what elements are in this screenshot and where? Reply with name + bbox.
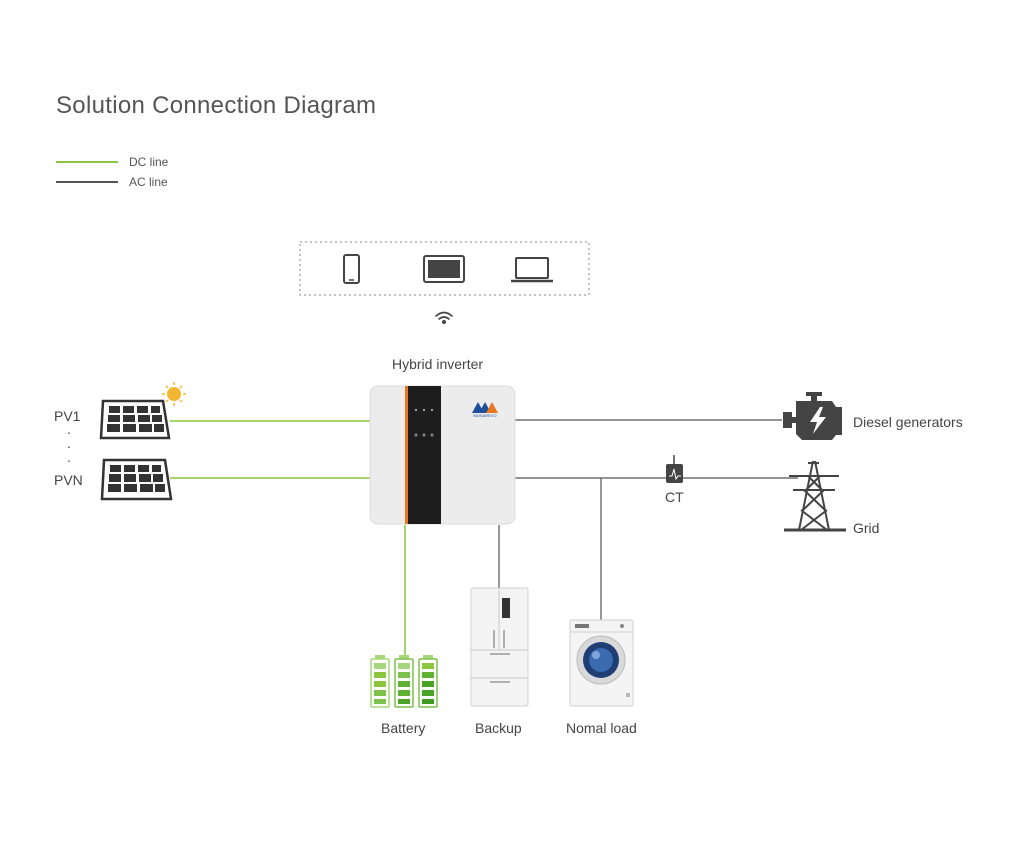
phone-icon bbox=[343, 254, 360, 284]
wifi-icon bbox=[435, 311, 453, 324]
diesel-generator-icon bbox=[783, 392, 842, 440]
hybrid-inverter bbox=[369, 385, 516, 525]
solar-panel-1-icon bbox=[99, 399, 171, 440]
pvn-label: PVN bbox=[54, 472, 83, 488]
ct-label: CT bbox=[665, 489, 684, 505]
legend-dc-label: DC line bbox=[129, 155, 169, 169]
laptop-icon bbox=[511, 257, 553, 283]
sun-icon bbox=[162, 382, 186, 406]
pv-dots: . . . bbox=[67, 421, 71, 465]
ct-sensor-icon bbox=[666, 455, 683, 483]
normal-load-label: Nomal load bbox=[566, 720, 637, 736]
washing-machine-icon bbox=[569, 619, 634, 707]
backup-label: Backup bbox=[475, 720, 522, 736]
page-title: Solution Connection Diagram bbox=[56, 92, 377, 119]
battery-label: Battery bbox=[381, 720, 426, 736]
refrigerator-icon bbox=[470, 587, 529, 707]
pv1-label: PV1 bbox=[54, 408, 81, 424]
grid-label: Grid bbox=[853, 520, 880, 536]
tablet-icon bbox=[423, 255, 465, 283]
brand-logo-text: MOSAREVO bbox=[473, 413, 496, 418]
diesel-generators-label: Diesel generators bbox=[853, 414, 963, 430]
legend-ac-label: AC line bbox=[129, 175, 168, 189]
legend-ac-line bbox=[56, 181, 118, 183]
monitoring-devices-box bbox=[299, 241, 590, 296]
legend-dc-line bbox=[56, 161, 118, 163]
solar-panel-n-icon bbox=[100, 458, 173, 501]
grid-tower-icon bbox=[784, 460, 846, 532]
inverter-label: Hybrid inverter bbox=[392, 356, 484, 372]
battery-icon bbox=[370, 655, 438, 708]
